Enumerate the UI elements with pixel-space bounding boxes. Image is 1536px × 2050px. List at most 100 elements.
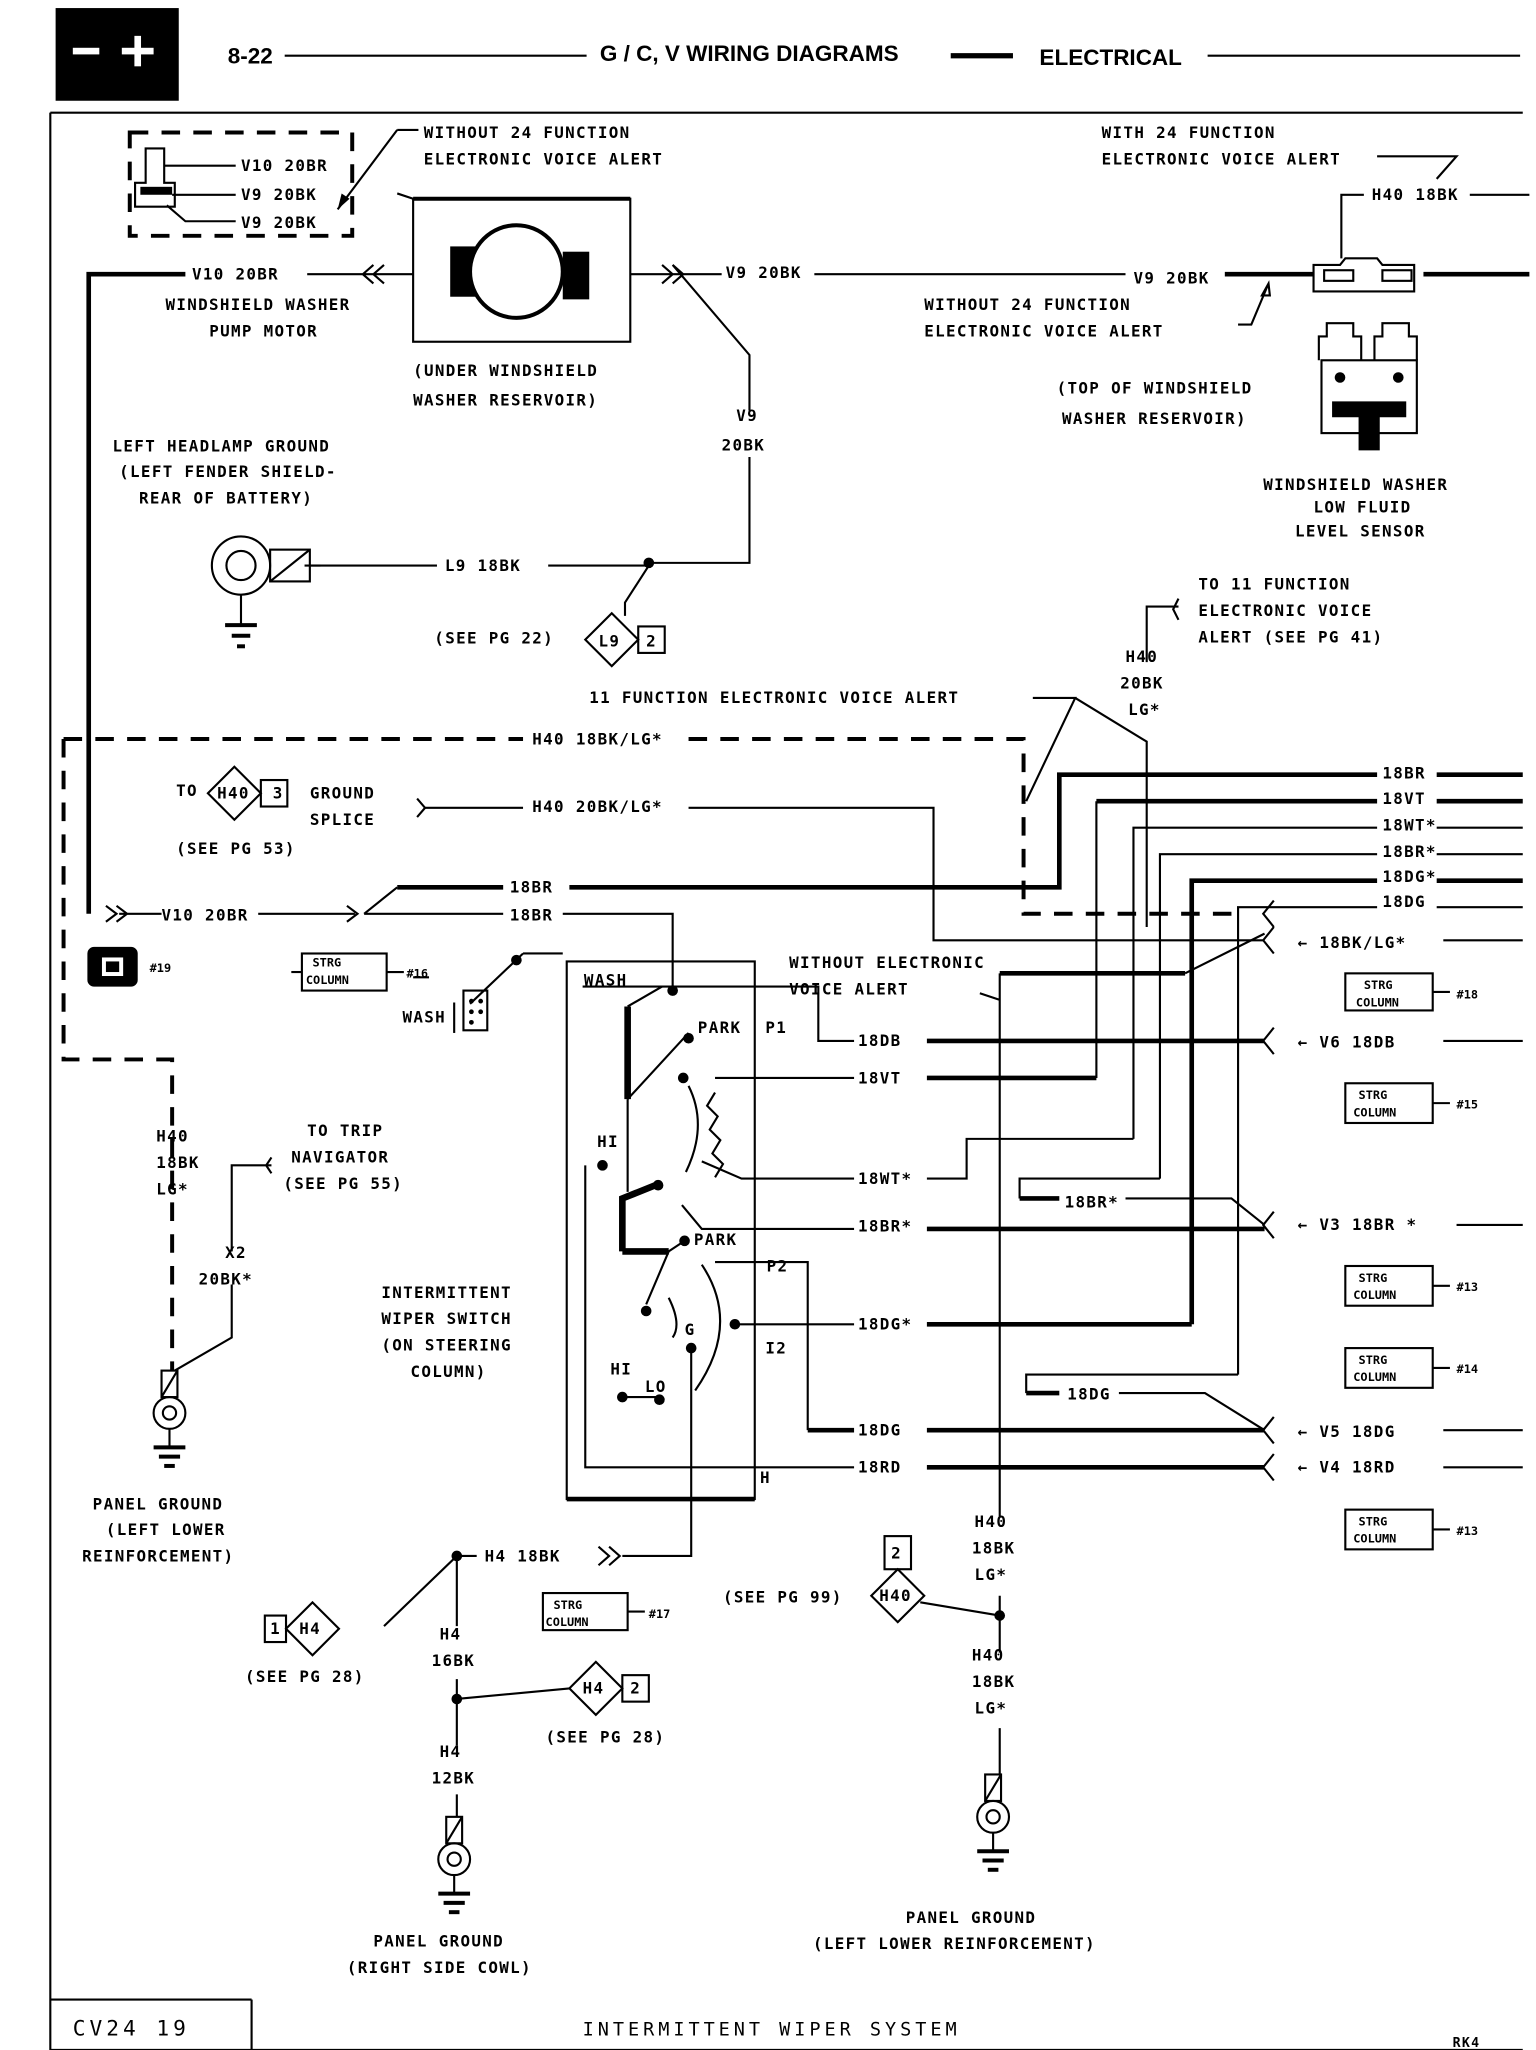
diagram-label: (LEFT LOWER — [106, 1520, 226, 1539]
diagram-label: COLUMN — [306, 973, 349, 987]
diagram-label: H4 — [299, 1619, 321, 1638]
diagram-label: PUMP MOTOR — [209, 321, 318, 340]
diagram-label: LEVEL SENSOR — [1295, 521, 1426, 540]
diagram-label: PANEL GROUND — [373, 1932, 504, 1951]
diagram-label: COLUMN — [546, 1615, 589, 1629]
diagram-label: #19 — [150, 961, 172, 975]
splice-references — [206, 611, 926, 1717]
diagram-title: INTERMITTENT WIPER SYSTEM — [583, 2019, 961, 2040]
diagram-label: 2 — [630, 1679, 641, 1698]
diagram-label: STRG — [1359, 1515, 1388, 1529]
diagram-label: PARK — [694, 1230, 738, 1249]
diagram-label: 18DG — [1067, 1385, 1111, 1404]
diagram-label: WITHOUT 24 FUNCTION — [424, 123, 631, 142]
diagram-label: #15 — [1457, 1097, 1479, 1111]
diagram-label: H4 — [440, 1624, 462, 1643]
diagram-labels: V10 20BR V9 20BK V9 20BK WITHOUT 24 FUNCTIO… — [82, 123, 1478, 1977]
diagram-label: COLUMN) — [410, 1362, 486, 1381]
diagram-label: V10 20BR — [192, 265, 279, 284]
diagram-label: LG* — [156, 1179, 189, 1198]
diagram-label: H40 18BK/LG* — [532, 729, 663, 748]
diagram-label: STRG — [1364, 978, 1393, 992]
diagram-label: PARK — [698, 1018, 742, 1037]
diagram-label: #16 — [407, 966, 429, 980]
page-number: 8-22 — [228, 44, 273, 69]
diagram-label: WINDSHIELD WASHER — [166, 295, 351, 314]
diagram-label: 18DG — [858, 1420, 902, 1439]
diagram-label: 18BR — [510, 878, 554, 897]
diagram-label: 11 FUNCTION ELECTRONIC VOICE ALERT — [589, 688, 959, 707]
diagram-label: 3 — [273, 784, 284, 803]
diagram-label: V9 20BK — [726, 263, 802, 282]
strg-column-boxes — [291, 952, 1450, 1632]
diagram-label: STRG — [553, 1598, 582, 1612]
diagram-code: CV24 19 — [73, 2015, 190, 2040]
diagram-label: H40 20BK/LG* — [532, 797, 663, 816]
reference-code: RK4 — [1453, 2036, 1481, 2050]
diagram-label: LG* — [975, 1565, 1008, 1584]
diagram-label: WASH — [403, 1007, 447, 1026]
diagram-label: V9 20BK — [241, 185, 317, 204]
diagram-label: NAVIGATOR — [291, 1148, 389, 1167]
diagram-label: TO — [176, 781, 198, 800]
diagram-label: LG* — [1128, 700, 1161, 719]
diagram-label: H40 — [156, 1127, 189, 1146]
diagram-label: 18VT — [858, 1068, 902, 1087]
diagram-label: ← V6 18DB — [1298, 1033, 1396, 1052]
diagram-label: WITH 24 FUNCTION — [1102, 123, 1276, 142]
diagram-label: LG* — [975, 1699, 1008, 1718]
diagram-label: WITHOUT 24 FUNCTION — [924, 295, 1131, 314]
diagram-label: ← V4 18RD — [1298, 1458, 1396, 1477]
diagram-label: REAR OF BATTERY) — [139, 488, 313, 507]
diagram-label: 18BR* — [1065, 1193, 1119, 1212]
diagram-label: (RIGHT SIDE COWL) — [347, 1958, 532, 1977]
diagram-label: ALERT (SEE PG 41) — [1198, 627, 1383, 646]
ground-icon — [436, 1814, 473, 1915]
wires — [61, 155, 1530, 1817]
diagram-label: ELECTRONIC VOICE — [1198, 601, 1372, 620]
diagram-label: 12BK — [432, 1769, 476, 1788]
pump-connector — [127, 128, 419, 238]
diagram-label: ← 18BK/LG* — [1298, 933, 1407, 952]
diagram-label: I2 — [765, 1338, 787, 1357]
diagram-label: (SEE PG 55) — [283, 1174, 403, 1193]
diagram-label: (TOP OF WINDSHIELD — [1057, 378, 1253, 397]
diagram-label: 18WT* — [1382, 815, 1436, 834]
diagram-label: ELECTRONIC VOICE ALERT — [924, 321, 1163, 340]
diagram-label: #14 — [1457, 1362, 1479, 1376]
diagram-label: H4 — [583, 1679, 605, 1698]
diagram-label: LO — [645, 1377, 667, 1396]
diagram-label: PANEL GROUND — [906, 1908, 1037, 1927]
diagram-label: H40 — [879, 1586, 912, 1605]
diagram-label: 20BK — [1120, 674, 1164, 693]
diagram-label: ELECTRONIC VOICE ALERT — [1102, 149, 1341, 168]
diagram-label: H40 — [972, 1646, 1005, 1665]
diagram-label: STRG — [1359, 1088, 1388, 1102]
diagram-label: STRG — [1359, 1271, 1388, 1285]
diagram-label: 2 — [891, 1544, 902, 1563]
diagram-frame — [49, 111, 1523, 2050]
diagram-label: 18BR — [1382, 764, 1426, 783]
diagram-label: (SEE PG 99) — [723, 1587, 843, 1606]
diagram-label: H4 — [440, 1742, 462, 1761]
diagram-label: H40 — [975, 1512, 1008, 1531]
diagram-label: 18WT* — [858, 1169, 912, 1188]
diagram-label: H40 — [217, 784, 250, 803]
diagram-label: V9 20BK — [241, 213, 317, 232]
diagram-label: ELECTRONIC VOICE ALERT — [424, 149, 663, 168]
diagram-label: X2 — [225, 1243, 247, 1262]
diagram-label: (SEE PG 28) — [546, 1728, 666, 1747]
diagram-label: 18BR* — [858, 1217, 912, 1236]
ground-icon — [152, 1369, 187, 1468]
diagram-label: 18DG* — [1382, 867, 1436, 886]
connector-19-icon — [87, 946, 138, 987]
diagram-label: (LEFT LOWER REINFORCEMENT) — [813, 1934, 1096, 1953]
diagram-label: HI — [610, 1360, 632, 1379]
diagram-label: 18BK — [156, 1153, 200, 1172]
ground-icon — [210, 535, 321, 649]
diagram-label: #13 — [1457, 1524, 1479, 1538]
diagram-label: V10 20BR — [162, 905, 249, 924]
diagram-label: TO TRIP — [307, 1121, 383, 1140]
diagram-label: #13 — [1457, 1280, 1479, 1294]
